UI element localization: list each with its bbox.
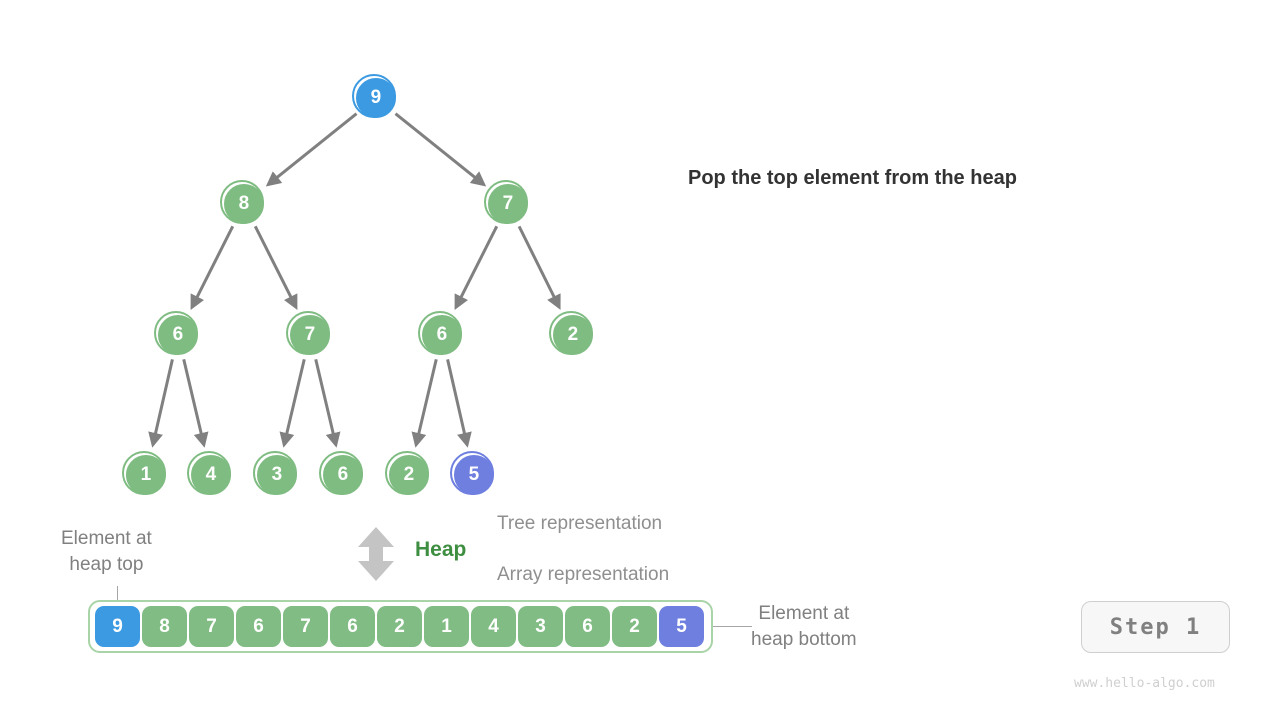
tree-node-value: 9 [370,87,382,108]
element-at-heap-top-annotation: Element at heap top [61,526,152,578]
tree-node-value: 2 [567,324,579,345]
tree-node-6: 2 [549,311,595,357]
array-cell-12: 5 [659,606,704,647]
tree-node-7: 1 [122,451,168,497]
leader-line-bottom [713,626,752,627]
tree-node-value: 3 [271,464,283,485]
step-badge: Step 1 [1081,601,1230,653]
array-cell-8: 4 [471,606,516,647]
array-cell-7: 1 [424,606,469,647]
tree-representation-label: Tree representation [497,513,663,534]
annotation-line-2: heap bottom [751,629,857,650]
tree-edge [517,225,561,310]
tree-node-9: 3 [253,451,299,497]
tree-node-2: 7 [484,180,530,226]
tree-node-11: 2 [385,451,431,497]
array-cell-11: 2 [612,606,657,647]
tree-edge [394,112,487,187]
watermark: www.hello-algo.com [1074,676,1215,691]
array-cell-1: 8 [142,606,187,647]
tree-node-1: 8 [220,180,266,226]
annotation-line-1: Element at [61,528,152,549]
tree-node-3: 6 [154,311,200,357]
tree-node-value: 5 [468,464,480,485]
double-arrow-icon [358,527,394,581]
tree-edge [314,358,341,448]
leader-line-top [117,586,118,605]
annotation-line-1: Element at [758,603,850,624]
tree-edge [182,358,209,448]
heap-label: Heap [415,538,467,561]
tree-node-value: 2 [403,464,415,485]
tree-node-value: 8 [238,193,250,214]
tree-edge [446,359,472,448]
array-cell-9: 3 [518,606,563,647]
tree-edge [279,358,306,448]
tree-node-5: 6 [418,311,464,357]
array-cell-5: 6 [330,606,375,647]
tree-edge [148,359,174,448]
array-cell-4: 7 [283,606,328,647]
tree-node-value: 6 [172,324,184,345]
page-title: Pop the top element from the heap [688,167,1017,189]
tree-edge [265,112,358,187]
tree-edge [411,358,438,448]
tree-edge [190,225,235,310]
tree-node-value: 6 [436,324,448,345]
tree-node-0: 9 [352,74,398,120]
array-cell-0: 9 [95,606,140,647]
tree-node-10: 6 [319,451,365,497]
tree-edge [454,225,499,310]
array-cell-10: 6 [565,606,610,647]
array-cell-3: 6 [236,606,281,647]
element-at-heap-bottom-annotation: Element at heap bottom [751,601,857,653]
tree-node-value: 1 [140,464,152,485]
tree-node-value: 6 [337,464,349,485]
annotation-line-2: heap top [69,554,144,575]
array-cell-6: 2 [377,606,422,647]
tree-node-value: 7 [502,193,514,214]
array-representation-label: Array representation [497,564,670,585]
tree-node-12: 5 [450,451,496,497]
tree-node-value: 7 [304,324,316,345]
tree-node-8: 4 [187,451,233,497]
array-cell-2: 7 [189,606,234,647]
tree-edge [253,225,298,310]
tree-node-4: 7 [286,311,332,357]
tree-node-value: 4 [205,464,217,485]
